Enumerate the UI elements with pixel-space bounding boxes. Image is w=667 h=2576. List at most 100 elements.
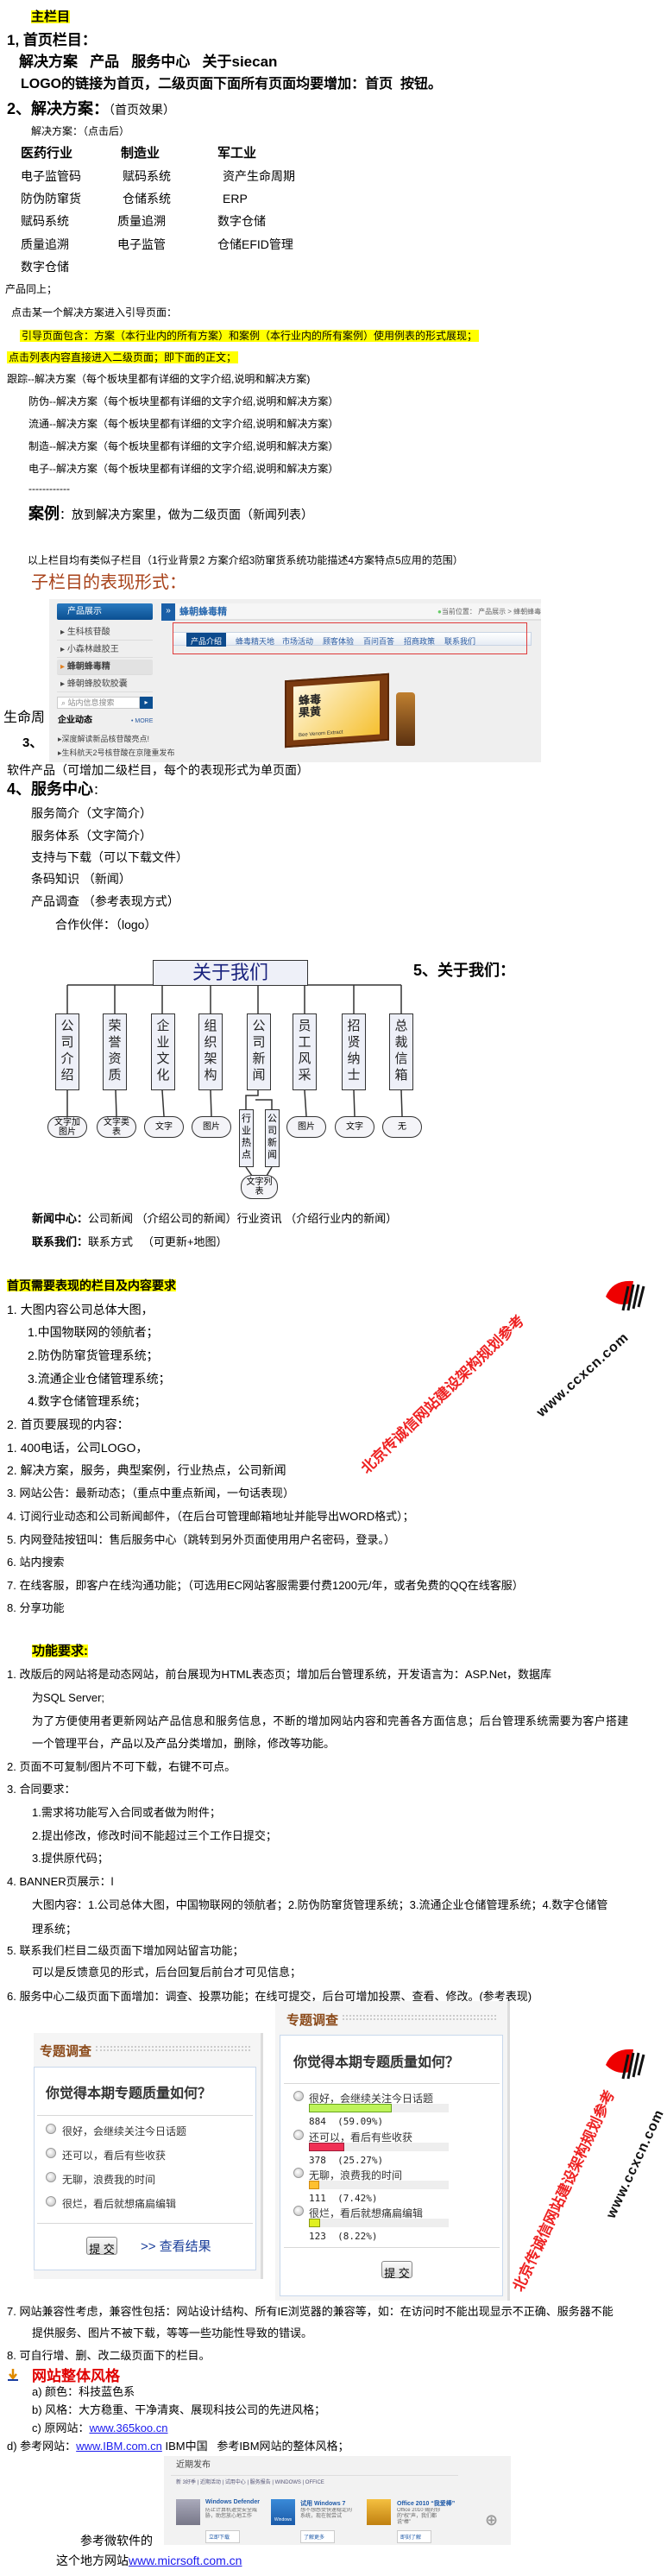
breadcrumb: ●当前位置： 产品展示 > 蜂朝蜂毒精 (437, 608, 541, 616)
sidebar-item-selected[interactable]: ▸ 蜂朝蜂毒精 (57, 660, 153, 675)
news-item[interactable]: ▸深度解读新品核苷酸亮点! (58, 735, 150, 743)
radio-option[interactable] (293, 2130, 304, 2140)
sidebar-item[interactable]: ▸ 蜂朝蜂胶软胶囊 (57, 677, 153, 692)
tab-product-intro[interactable]: 产品介绍 (186, 633, 227, 647)
card-button[interactable]: 立即下载 (205, 2530, 240, 2543)
main-columns-title: 主栏目 (31, 9, 71, 24)
req-line: 3.流通企业仓储管理系统； (28, 1372, 171, 1386)
zoom-in-icon[interactable]: ⊕ (485, 2511, 499, 2529)
case-label: 案例 (28, 505, 60, 522)
radio-option[interactable] (46, 2124, 56, 2134)
radio-option[interactable] (293, 2168, 304, 2178)
func-line: 2. 页面不可复制/图片不可下载，右键不可点。 (7, 1760, 236, 1773)
radio-option[interactable] (46, 2196, 56, 2207)
search-button[interactable]: ▸ (140, 697, 153, 709)
req-line: 2. 解决方案，服务，典型案例，行业热点，公司新闻 (7, 1463, 286, 1477)
org-node: 员工风采 (293, 1013, 317, 1090)
microsoft-link[interactable]: www.micrsoft.com.cn (129, 2554, 242, 2567)
list-item: 支持与下载（可以下载文件） (31, 850, 188, 864)
result-bar-fill (309, 2104, 392, 2112)
arrow-down-icon (8, 2369, 18, 2381)
ms-note: 参考微软件的 (80, 2534, 153, 2548)
site-search-input[interactable]: ⌕ 站内信息搜索 (57, 697, 140, 709)
style-line: d) 参考网站：www.IBM.com.cn IBM中国 参考IBM网站的整体风… (7, 2440, 349, 2453)
tab[interactable]: 招商政策 (404, 637, 436, 646)
news-center-line: 新闻中心：公司新闻 （介绍公司的新闻）行业资讯 （介绍行业内的新闻） (32, 1212, 398, 1225)
req-line: 3. 网站公告：最新动态；（重点中重点新闻，一句话表现） (7, 1487, 294, 1500)
divider (284, 2083, 500, 2084)
more-link[interactable]: • MORE (131, 718, 154, 724)
solutions-heading-note: （首页效果） (109, 103, 176, 117)
submit-button[interactable]: 提 交 (381, 2261, 412, 2280)
column-header: 制造业 (121, 146, 160, 161)
divider (37, 2115, 253, 2116)
survey-header: 专题调查 (40, 2044, 92, 2059)
tab[interactable]: 联系我们 (444, 637, 476, 646)
req-line: 8. 分享功能 (7, 1601, 65, 1614)
view-results-link[interactable]: >> 查看结果 (141, 2239, 211, 2254)
card-title[interactable]: 试用 Windows 7 (300, 2501, 346, 2507)
req-line: 4.数字仓储管理系统； (28, 1394, 147, 1408)
func-line: 3. 合同要求： (7, 1783, 76, 1796)
guide-note: 引导页面包含：方案（本行业内的所有方案）和案例（本行业内的所有案例）使用例表的形… (20, 330, 480, 342)
org-node: 荣誉资质 (103, 1013, 127, 1090)
org-sub-node: 行业热点 (239, 1109, 254, 1167)
req-line: 6. 站内搜索 (7, 1556, 65, 1569)
news-title: 企业动态 (58, 716, 92, 725)
option-label: 还可以，看后有些收获 (62, 2150, 167, 2162)
func-line: 5. 联系我们栏目二级页面下增加网站留言功能； (7, 1944, 244, 1957)
sidebar-header: 产品展示 (57, 603, 153, 620)
sidebar-item[interactable]: ▸ 小森林雌胶王 (57, 642, 153, 658)
ibm-link[interactable]: www.IBM.com.cn (76, 2440, 162, 2453)
news-item[interactable]: ▸生科航天2号核苷酸在京隆重发布 (58, 748, 175, 757)
card-title[interactable]: Windows Defender (205, 2499, 260, 2505)
result-count: 111 (7.42%) (309, 2193, 378, 2204)
org-type-oval: 文字 (335, 1116, 374, 1138)
card-button[interactable]: 即刻了解 (397, 2530, 431, 2543)
solution-line: 电子--解决方案（每个板块里都有详细的文字介绍,说明和解决方案） (28, 463, 339, 475)
result-bar-track (309, 2143, 449, 2151)
org-type-oval: 无 (382, 1116, 422, 1138)
list-item: 质量追溯 (117, 214, 166, 228)
radio-option[interactable] (46, 2172, 56, 2182)
dotted-divider (343, 2015, 496, 2020)
watermark-text: 北京传诚信网站建设架构规划参考 (510, 2087, 619, 2295)
windows-thumbnail: Windows (271, 2499, 295, 2525)
page-title: 蜂朝蜂毒精 (179, 607, 227, 617)
page-header (161, 603, 541, 621)
product-bottle-image (396, 692, 415, 746)
service-heading: 4、服务中心 (7, 780, 94, 798)
req-line: 7. 在线客服，即客户在线沟通功能；（可选用EC网站客服需要付费1200元/年，… (7, 1579, 524, 1592)
sidebar-item[interactable]: ▸ 生科核苷酸 (57, 625, 153, 641)
column-header: 军工业 (217, 146, 257, 161)
divider-text: ------------ (28, 483, 70, 495)
radio-option[interactable] (293, 2091, 304, 2101)
card-title[interactable]: Office 2010 “我爱棒” (397, 2501, 456, 2507)
func-line: 4. BANNER页展示：l (7, 1875, 114, 1888)
org-node: 招贤纳士 (342, 1013, 366, 1090)
original-site-link[interactable]: www.365koo.cn (89, 2421, 168, 2434)
tab[interactable]: 蜂毒精天地 (236, 637, 275, 646)
radio-option[interactable] (293, 2206, 304, 2216)
homepage-req-title: 首页需要表现的栏目及内容要求 (7, 1279, 176, 1292)
card-button[interactable]: 了解更多 (300, 2530, 335, 2543)
func-line: 1. 改版后的网站将是动态网站，前台展现为HTML表态页；增加后台管理系统，开发… (7, 1668, 552, 1681)
column-header: 医药行业 (21, 146, 73, 161)
list-item: 质量追溯 (21, 237, 69, 251)
tab[interactable]: 市场活动 (282, 637, 314, 646)
ms-title: 近期发布 (176, 2460, 211, 2470)
sub-form-title: 子栏目的表现形式： (31, 573, 186, 592)
ms-tabs[interactable]: 新 3好季 | 近期活动 | 试用中心 | 服务报告 | WINDOWS | O… (176, 2480, 324, 2485)
solutions-heading-line: 2、解决方案：（首页效果） (7, 101, 175, 117)
radio-option[interactable] (46, 2148, 56, 2158)
option-label: 很烂，看后就想痛扁编辑 (62, 2198, 177, 2210)
tab[interactable]: 百问百答 (363, 637, 395, 646)
list-item: 服务体系（文字简介） (31, 829, 152, 843)
card-desc: Office 2010 赐的你的“权”声，我们都说“棒” (397, 2508, 441, 2525)
product-same-note: 产品同上； (5, 283, 58, 295)
func-line: 1.需求将功能写入合同或者做为附件； (32, 1806, 221, 1819)
req-line: 5. 内网登陆按钮叫：售后服务中心（跳转到另外页面使用用户名密码，登录。） (7, 1533, 395, 1546)
tab[interactable]: 顾客体验 (323, 637, 355, 646)
lifecycle-fragment: 生命周 (3, 710, 46, 725)
submit-button[interactable]: 提 交 (86, 2237, 117, 2256)
